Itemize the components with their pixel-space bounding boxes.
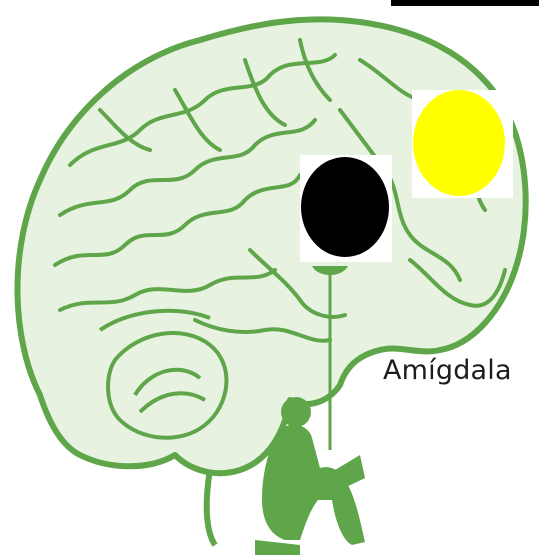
- brain-outline: [17, 19, 525, 473]
- amygdala-label: Amígdala: [383, 355, 512, 386]
- black-dot: [301, 157, 389, 257]
- brain-stem: [207, 470, 215, 545]
- yellow-dot: [413, 90, 505, 196]
- top-edge-bar: [391, 0, 539, 6]
